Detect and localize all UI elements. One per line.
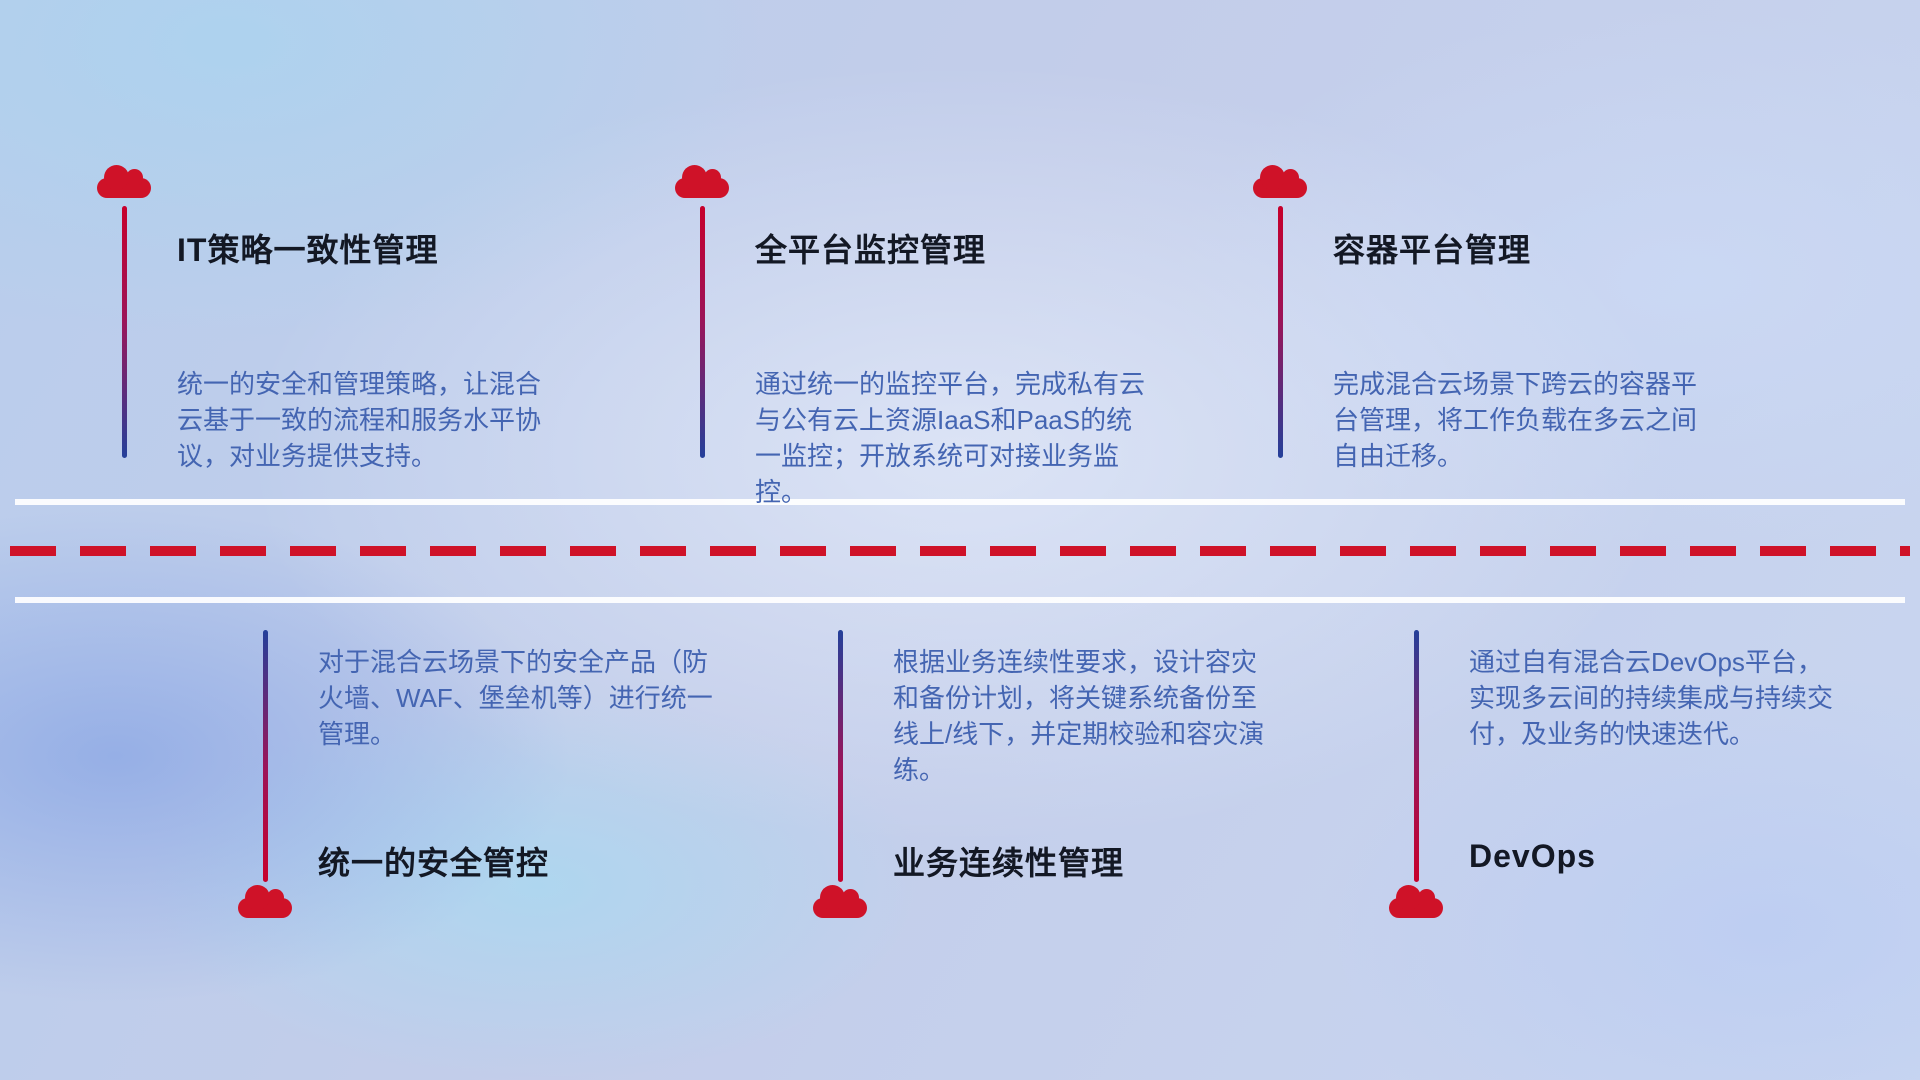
feature-description: 根据业务连续性要求，设计容灾和备份计划，将关键系统备份至线上/线下，并定期校验和…	[893, 647, 1265, 785]
cloud-icon	[675, 165, 729, 198]
feature-title: DevOps	[1469, 838, 1596, 874]
cloud-icon	[238, 885, 292, 918]
feature-title: 统一的安全管控	[318, 845, 550, 881]
timeline-pole	[675, 165, 729, 458]
timeline-pole	[1253, 165, 1307, 458]
timeline-pole	[813, 630, 867, 918]
cloud-icon	[97, 165, 151, 198]
feature-description: 完成混合云场景下跨云的容器平台管理，将工作负载在多云之间自由迁移。	[1333, 369, 1698, 471]
feature-description: 通过自有混合云DevOps平台，实现多云间的持续集成与持续交付，及业务的快速迭代…	[1469, 647, 1834, 749]
timeline-pole	[1389, 630, 1443, 918]
cloud-icon	[1389, 885, 1443, 918]
feature-title: 业务连续性管理	[893, 845, 1125, 881]
connector-line	[121, 206, 127, 458]
connector-line	[1277, 206, 1283, 458]
connector-line	[1413, 630, 1419, 882]
feature-title: 全平台监控管理	[755, 232, 987, 268]
feature-it-policy-management: IT策略一致性管理 统一的安全和管理策略，让混合云基于一致的流程和服务水平协议，…	[97, 165, 577, 495]
connector-line	[262, 630, 268, 882]
divider-dashed-line	[10, 546, 1910, 556]
cloud-icon	[813, 885, 867, 918]
feature-description: 对于混合云场景下的安全产品（防火墙、WAF、堡垒机等）进行统一管理。	[318, 647, 713, 749]
divider-line-top	[15, 499, 1905, 505]
connector-line	[699, 206, 705, 458]
feature-devops: 通过自有混合云DevOps平台，实现多云间的持续集成与持续交付，及业务的快速迭代…	[1389, 630, 1869, 960]
feature-description: 统一的安全和管理策略，让混合云基于一致的流程和服务水平协议，对业务提供支持。	[177, 369, 542, 471]
connector-line	[837, 630, 843, 882]
feature-title: IT策略一致性管理	[177, 232, 439, 268]
timeline-pole	[97, 165, 151, 458]
feature-platform-monitoring: 全平台监控管理 通过统一的监控平台，完成私有云与公有云上资源IaaS和PaaS的…	[675, 165, 1155, 507]
timeline-pole	[238, 630, 292, 918]
feature-business-continuity: 根据业务连续性要求，设计容灾和备份计划，将关键系统备份至线上/线下，并定期校验和…	[813, 630, 1293, 960]
cloud-icon	[1253, 165, 1307, 198]
divider-line-bottom	[15, 597, 1905, 603]
feature-container-platform: 容器平台管理 完成混合云场景下跨云的容器平台管理，将工作负载在多云之间自由迁移。	[1253, 165, 1733, 495]
feature-description: 通过统一的监控平台，完成私有云与公有云上资源IaaS和PaaS的统一监控；开放系…	[755, 369, 1146, 507]
feature-security-management: 对于混合云场景下的安全产品（防火墙、WAF、堡垒机等）进行统一管理。 统一的安全…	[238, 630, 718, 960]
feature-title: 容器平台管理	[1333, 232, 1532, 268]
